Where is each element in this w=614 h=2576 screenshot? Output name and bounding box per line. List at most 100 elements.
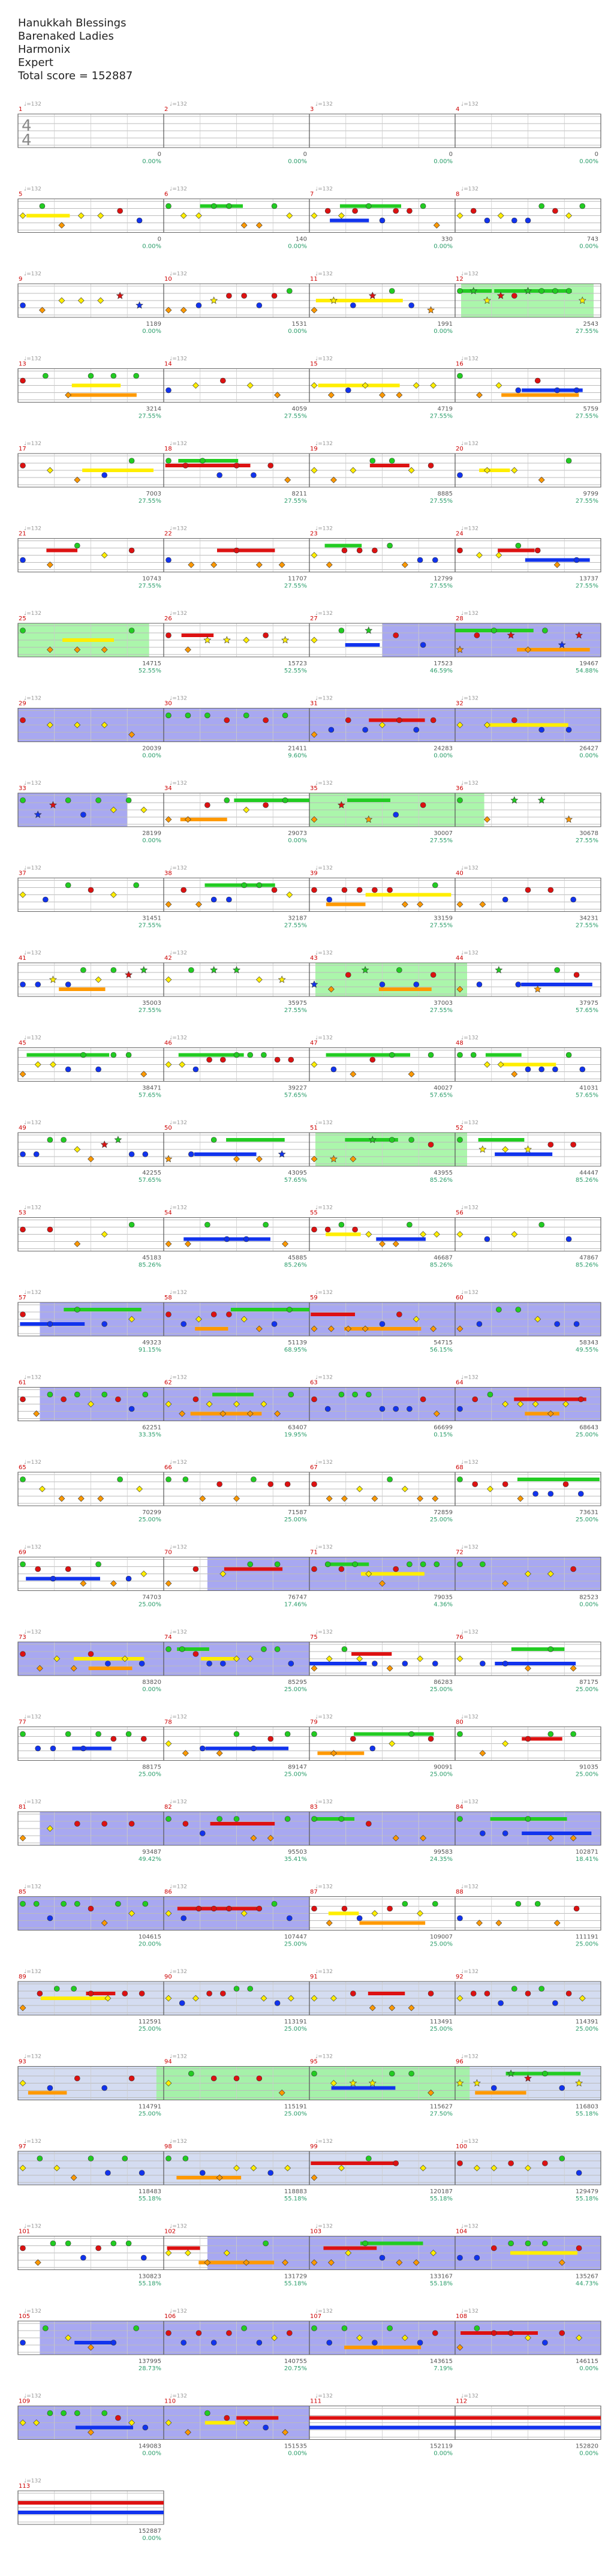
overdrive-percent: 27.55% [430, 1007, 453, 1014]
note-gem [122, 2155, 128, 2161]
measure-number: 33 [19, 785, 26, 792]
star-note [427, 306, 435, 314]
tempo-marking: ♩=132 [461, 2308, 478, 2314]
staff-frame [17, 2151, 601, 2185]
measure-number: 89 [19, 1974, 26, 1980]
cymbal-note [456, 1231, 463, 1238]
note-gem [547, 1491, 554, 1497]
star-note [578, 296, 586, 304]
tempo-marking: ♩=132 [315, 2139, 333, 2145]
note-gem [490, 2330, 497, 2336]
note-gem [365, 1821, 372, 1827]
note-gem [263, 802, 269, 808]
overdrive-percent: 25.00% [139, 1602, 161, 1608]
note-gem [570, 1731, 576, 1737]
cymbal-note [330, 1995, 337, 2002]
sustain-bar [46, 548, 78, 553]
note-gem [263, 1221, 269, 1228]
note-gem [261, 1646, 267, 1652]
note-gem [428, 463, 434, 469]
overdrive-percent: 24.35% [430, 1856, 453, 1863]
measure-score: 114791 [139, 2104, 161, 2110]
note-gem [47, 2410, 53, 2416]
time-signature-top: 4 [22, 117, 32, 135]
tempo-marking: ♩=132 [24, 2224, 41, 2230]
note-gem [243, 1236, 249, 1242]
measure-score: 68643 [579, 1425, 598, 1431]
note-gem [324, 1226, 331, 1233]
cymbal-note [46, 1825, 53, 1832]
song-header: Hanukkah Blessings Barenaked Ladies Harm… [18, 17, 133, 83]
tempo-marking: ♩=132 [24, 1545, 41, 1551]
cymbal-note [479, 1750, 486, 1757]
cymbal-note [97, 212, 104, 219]
sustain-bar [71, 383, 121, 388]
sustain-bar [488, 723, 568, 727]
staff-frame [17, 1727, 601, 1761]
overdrive-percent: 0.00% [288, 837, 307, 844]
overdrive-percent: 9.60% [288, 753, 307, 759]
note-gem [565, 288, 572, 294]
overdrive-percent: 0.00% [142, 158, 161, 165]
cymbal-note [327, 986, 335, 993]
measure-number: 94 [164, 2059, 172, 2065]
overdrive-percent: 27.55% [139, 923, 161, 929]
note-gem [565, 726, 572, 733]
note-gem [165, 2155, 171, 2161]
measure-number: 57 [19, 1295, 26, 1301]
chart-row: 29♩=132200390.00%30♩=132214119.60%31♩=13… [17, 696, 601, 759]
cymbal-note [502, 1401, 509, 1407]
cymbal-note [473, 2164, 480, 2172]
cymbal-note [50, 1061, 56, 1068]
note-gem [396, 1311, 402, 1317]
note-gem [80, 1052, 86, 1058]
chart-row: 61♩=1326225133.35%62♩=1326340719.95%63♩=… [17, 1375, 601, 1439]
star-note [524, 2074, 532, 2082]
measure-score: 88175 [142, 1764, 161, 1771]
cymbal-note [165, 1740, 172, 1747]
measure-score: 54715 [434, 1340, 453, 1346]
measure-number: 88 [456, 1889, 463, 1896]
overdrive-percent: 85.26% [430, 1262, 453, 1269]
measure-score: 0 [595, 151, 598, 158]
cymbal-note [338, 2164, 345, 2172]
cymbal-note [243, 2419, 250, 2426]
overdrive-percent: 68.95% [284, 1347, 307, 1353]
cymbal-note [165, 1995, 172, 2002]
cymbal-note [243, 806, 250, 813]
sustain-bar [498, 548, 535, 553]
sustain-bar [326, 1053, 411, 1057]
note-gem [393, 812, 399, 818]
note-gem [434, 1561, 440, 1568]
note-gem [95, 1561, 101, 1568]
sustain-bar [329, 1562, 369, 1566]
cymbal-note [140, 1071, 148, 1077]
measure-score: 99583 [434, 1849, 453, 1856]
cymbal-note [97, 297, 104, 304]
note-gem [311, 1905, 317, 1912]
star-note [337, 801, 345, 809]
cymbal-note [223, 2250, 230, 2256]
cymbal-note [185, 2429, 191, 2436]
measure-number: 32 [456, 701, 463, 707]
measure-number: 9 [19, 276, 22, 283]
measure-score: 10743 [142, 576, 161, 583]
sustain-bar [72, 1746, 112, 1751]
note-gem [554, 967, 560, 973]
measure-number: 23 [310, 531, 318, 538]
measure-number: 29 [19, 701, 26, 707]
cymbal-note [547, 1571, 554, 1577]
tempo-marking: ♩=132 [315, 1715, 333, 1721]
cymbal-note [65, 2334, 72, 2341]
note-gem [538, 1986, 545, 1992]
measure-number: 44 [456, 955, 463, 962]
note-gem [502, 1830, 508, 1836]
measure-score: 3214 [146, 406, 161, 413]
sustain-bar [378, 2346, 422, 2349]
note-gem [20, 1561, 26, 1568]
measure-number: 16 [456, 361, 463, 368]
cymbal-note [330, 1750, 337, 1757]
star-note [34, 810, 42, 818]
cymbal-note [33, 2419, 40, 2426]
tempo-marking: ♩=132 [170, 1460, 187, 1466]
